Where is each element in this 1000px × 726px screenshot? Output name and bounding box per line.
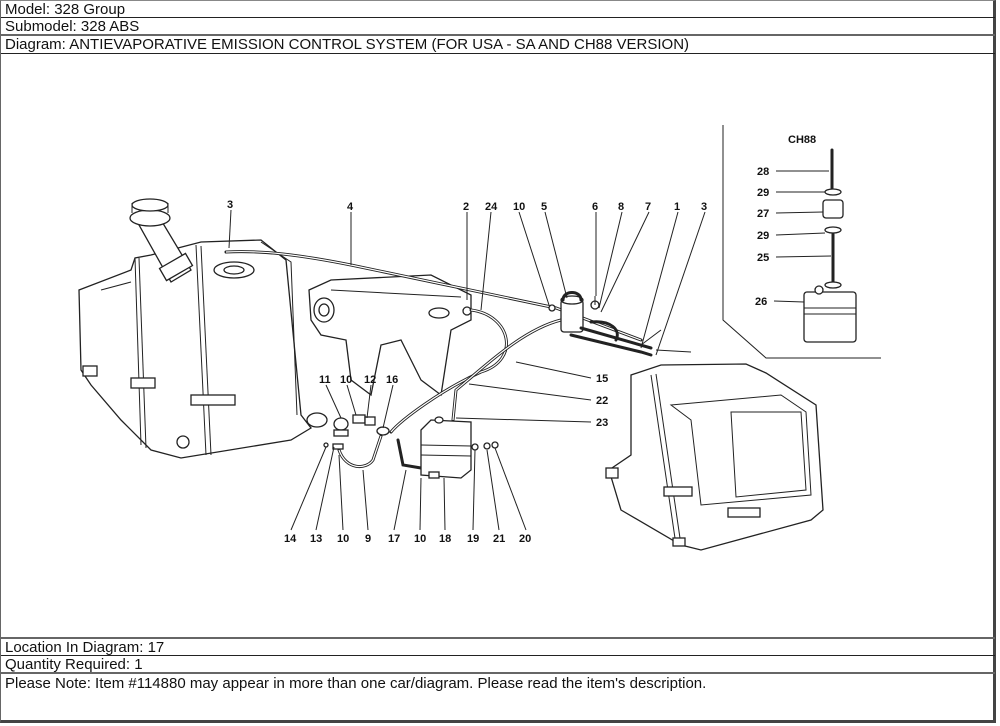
callout-22: 22 — [596, 395, 608, 407]
callout-7: 7 — [645, 201, 651, 213]
callout-6: 6 — [592, 201, 598, 213]
submodel-label: Submodel: 328 ABS — [1, 18, 995, 36]
hose-15 — [451, 318, 563, 422]
filler-neck — [129, 198, 194, 283]
callout-9: 9 — [365, 533, 371, 545]
leader-lines — [228, 170, 832, 531]
ch88-inset — [722, 125, 881, 359]
callout-10c: 10 — [337, 533, 349, 545]
inset-title: CH88 — [788, 134, 816, 146]
callout-14: 14 — [284, 533, 297, 545]
vapor-valve — [548, 291, 600, 333]
callout-24: 24 — [485, 201, 498, 213]
callout-23: 23 — [596, 417, 608, 429]
callout-labels: 3 4 2 24 10 5 6 8 7 1 3 11 10 12 16 15 2… — [227, 134, 816, 545]
callout-13: 13 — [310, 533, 322, 545]
callout-4: 4 — [347, 201, 354, 213]
left-fuel-tank — [78, 239, 328, 459]
please-note: Please Note: Item #114880 may appear in … — [5, 675, 707, 692]
callout-25: 25 — [757, 252, 769, 264]
callout-21: 21 — [493, 533, 505, 545]
pipe-bundle — [569, 320, 692, 357]
callout-10: 10 — [513, 201, 525, 213]
callout-18: 18 — [439, 533, 451, 545]
diagram-title: Diagram: ANTIEVAPORATIVE EMISSION CONTRO… — [1, 36, 995, 54]
location-in-diagram: Location In Diagram: 17 — [1, 639, 995, 656]
small-valve-parts — [323, 414, 390, 450]
callout-15: 15 — [596, 373, 608, 385]
callout-1: 1 — [674, 201, 680, 213]
callout-10d: 10 — [414, 533, 426, 545]
callout-19: 19 — [467, 533, 479, 545]
callout-29: 29 — [757, 187, 769, 199]
intake-manifold — [308, 274, 472, 397]
charcoal-canister — [420, 416, 499, 479]
callout-17: 17 — [388, 533, 400, 545]
callout-8: 8 — [618, 201, 624, 213]
callout-5: 5 — [541, 201, 547, 213]
callout-12: 12 — [364, 374, 376, 386]
callout-3b: 3 — [701, 201, 707, 213]
callout-27: 27 — [757, 208, 769, 220]
callout-3: 3 — [227, 199, 233, 211]
parts-diagram: 3 4 2 24 10 5 6 8 7 1 3 11 10 12 16 15 2… — [1, 55, 995, 639]
callout-11: 11 — [319, 374, 331, 386]
pipe-17 — [396, 438, 423, 470]
callout-2: 2 — [463, 201, 469, 213]
right-fuel-tank — [605, 363, 824, 551]
model-label: Model: 328 Group — [1, 1, 995, 18]
callout-28: 28 — [757, 166, 769, 178]
exploded-view-drawing: 3 4 2 24 10 5 6 8 7 1 3 11 10 12 16 15 2… — [78, 125, 881, 551]
hose-9 — [337, 434, 383, 469]
callout-16: 16 — [386, 374, 398, 386]
quantity-required: Quantity Required: 1 — [1, 656, 995, 674]
callout-10b: 10 — [340, 374, 352, 386]
callout-20: 20 — [519, 533, 531, 545]
callout-26: 26 — [755, 296, 767, 308]
callout-29b: 29 — [757, 230, 769, 242]
